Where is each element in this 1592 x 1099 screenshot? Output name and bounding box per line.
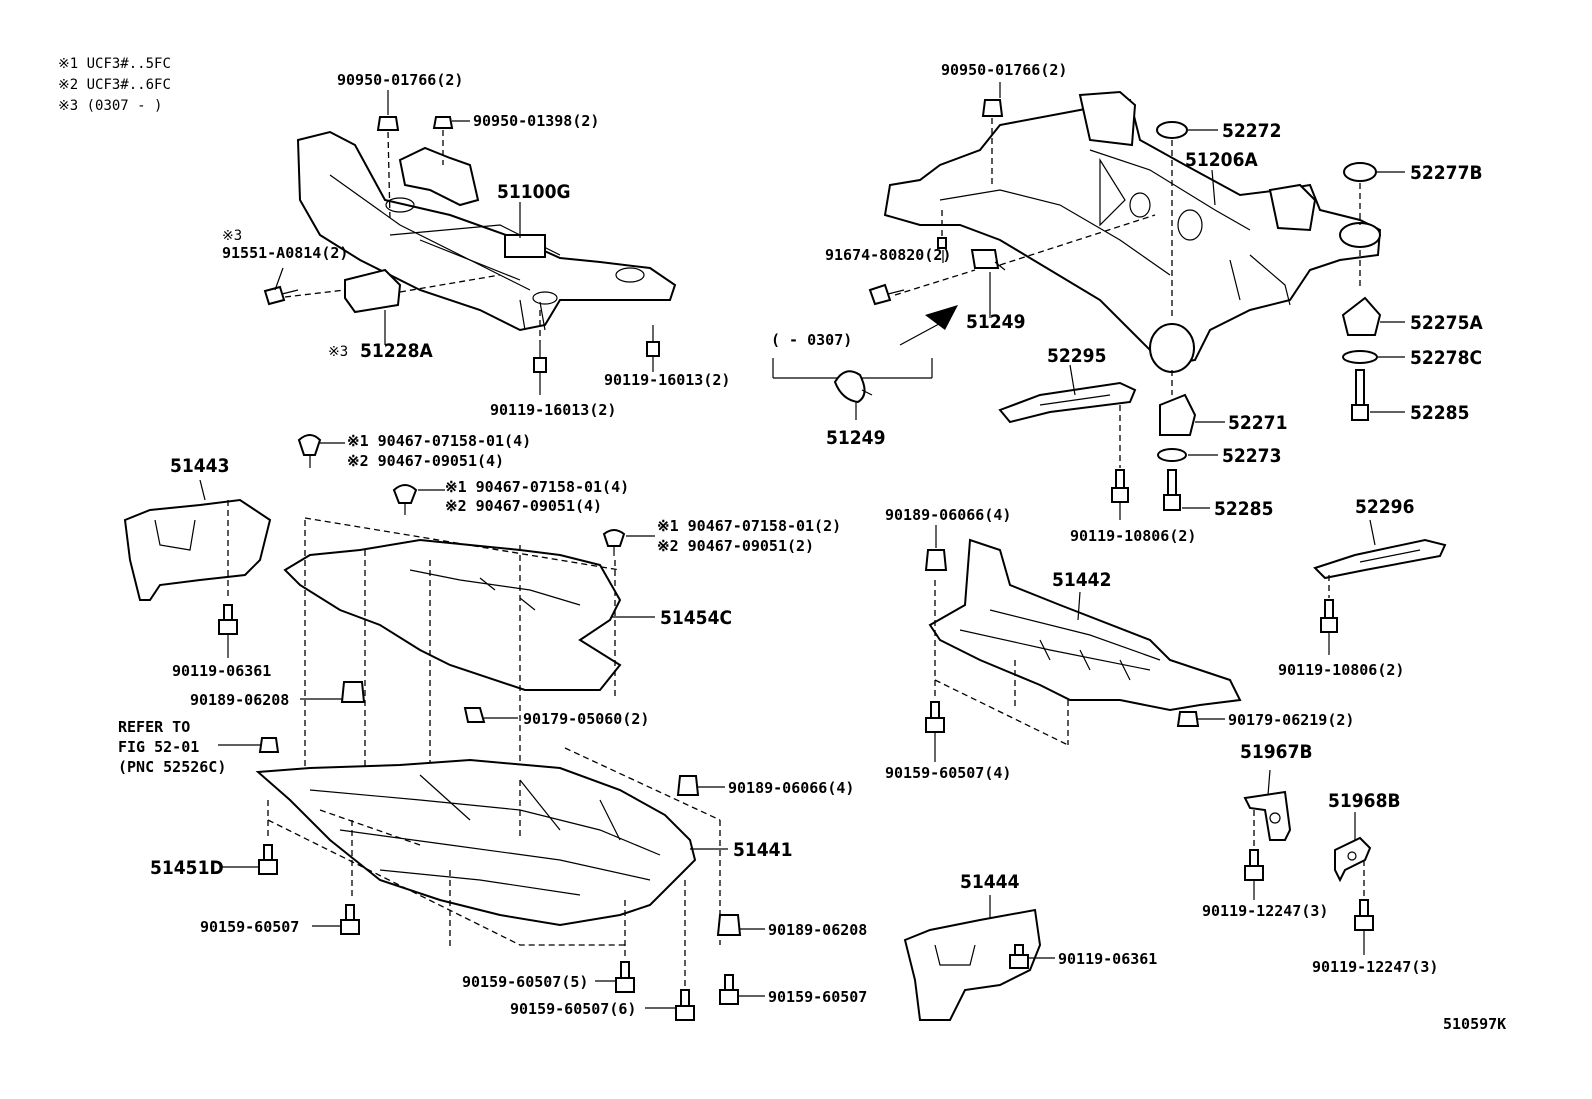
bracket-51228A (284, 268, 501, 314)
label-clip-set1-line2: ※2 90467-09051(4) (347, 452, 504, 470)
label-91674-80820: 91674-80820(2) (825, 246, 951, 264)
label-refer-to: REFER TO (118, 718, 190, 736)
label-51967B: 51967B (1240, 741, 1313, 763)
label-52272: 52272 (1222, 120, 1281, 142)
label-51228A: 51228A (360, 340, 433, 362)
label-90159-60507-5: 90159-60507(5) (462, 973, 588, 991)
label-91551-A0814: 91551-A0814(2) (222, 244, 348, 262)
label-refer-fig: FIG 52-01 (118, 738, 199, 756)
bolts-90119-16013 (533, 310, 660, 395)
label-0307-range: ( - 0307) (771, 331, 852, 349)
label-90119-16013-right: 90119-16013(2) (604, 371, 730, 389)
label-52275A: 52275A (1410, 312, 1483, 334)
nuts-left (258, 681, 700, 796)
label-clip-set2-line1: ※1 90467-07158-01(4) (445, 478, 629, 496)
cover-51454C (283, 517, 622, 780)
note-1: ※1 UCF3#..5FC (58, 56, 171, 72)
leader-lines (199, 82, 1405, 1009)
arm-52295 (998, 381, 1137, 503)
label-51454C: 51454C (660, 607, 732, 629)
plugs-front (376, 116, 470, 221)
label-90119-16013-left: 90119-16013(2) (490, 401, 616, 419)
label-52278C: 52278C (1410, 347, 1482, 369)
undercover-51441 (255, 747, 721, 990)
rear-member-51206A (883, 90, 1382, 373)
label-90119-10806-right: 90119-10806(2) (1278, 661, 1404, 679)
label-90189-06208-right: 90189-06208 (768, 921, 867, 939)
bracket-51968B (1334, 836, 1374, 931)
arrow-indicator (899, 305, 958, 346)
label-52271: 52271 (1228, 412, 1287, 434)
label-90189-06208-left: 90189-06208 (190, 691, 289, 709)
label-51100G: 51100G (497, 181, 571, 203)
shield-51443 (123, 498, 272, 658)
label-90119-12247-right: 90119-12247(3) (1312, 958, 1438, 976)
label-52296: 52296 (1355, 496, 1414, 518)
label-clip-set1-line1: ※1 90467-07158-01(4) (347, 432, 531, 450)
label-51249-main: 51249 (966, 311, 1025, 333)
label-51442: 51442 (1052, 569, 1111, 591)
label-90179-05060: 90179-05060(2) (523, 710, 649, 728)
label-90159-60507-4: 90159-60507(4) (885, 764, 1011, 782)
label-52285-center: 52285 (1214, 498, 1273, 520)
label-90159-60507-left: 90159-60507 (200, 918, 299, 936)
label-90950-01766-rear: 90950-01766(2) (941, 61, 1067, 79)
label-51206A: 51206A (1185, 149, 1258, 171)
label-90159-60507-6: 90159-60507(6) (510, 1000, 636, 1018)
label-51228A-prefix: ※3 (328, 344, 348, 360)
part-labels: 90950-01766(2) 90950-01398(2) 51100G ※3 … (118, 61, 1506, 1033)
label-90119-06361-left: 90119-06361 (172, 662, 271, 680)
note-3: ※3 (0307 - ) (58, 98, 162, 114)
label-clip-set3-line2: ※2 90467-09051(2) (657, 537, 814, 555)
label-91551-prefix: ※3 (222, 228, 242, 244)
label-90950-01398: 90950-01398(2) (473, 112, 599, 130)
label-52285-right: 52285 (1410, 402, 1469, 424)
label-90119-10806-center: 90119-10806(2) (1070, 527, 1196, 545)
bolt-91551 (263, 285, 299, 306)
undercover-51442 (924, 538, 1242, 746)
bracket-51967B (1243, 790, 1292, 881)
label-90189-06066-rear: 90189-06066(4) (885, 506, 1011, 524)
shield-51444 (903, 908, 1042, 1021)
label-51444: 51444 (960, 871, 1020, 893)
label-refer-pnc: (PNC 52526C) (118, 758, 226, 776)
note-2: ※2 UCF3#..6FC (58, 77, 171, 93)
bolts-under (258, 844, 742, 1021)
figure-code: 510597K (1443, 1015, 1506, 1033)
label-51441: 51441 (733, 839, 792, 861)
label-52295: 52295 (1047, 345, 1106, 367)
label-51968B: 51968B (1328, 790, 1401, 812)
label-90119-12247-left: 90119-12247(3) (1202, 902, 1328, 920)
front-crossmember-51100G (296, 130, 677, 332)
label-90159-60507-right: 90159-60507 (768, 988, 867, 1006)
label-52277B: 52277B (1410, 162, 1483, 184)
label-clip-set3-line1: ※1 90467-07158-01(2) (657, 517, 841, 535)
label-51443: 51443 (170, 455, 229, 477)
label-51451D: 51451D (150, 857, 224, 879)
label-90189-06066-front: 90189-06066(4) (728, 779, 854, 797)
clips (297, 434, 626, 556)
label-52273: 52273 (1222, 445, 1281, 467)
bracket-51249 (868, 210, 1156, 306)
rear-plugs-and-bushings (981, 99, 1382, 511)
label-90179-06219: 90179-06219(2) (1228, 711, 1354, 729)
label-90950-01766-front: 90950-01766(2) (337, 71, 463, 89)
label-51249-inset: 51249 (826, 427, 885, 449)
label-clip-set2-line2: ※2 90467-09051(4) (445, 497, 602, 515)
inset-0307 (772, 358, 933, 420)
applicability-notes: ※1 UCF3#..5FC ※2 UCF3#..6FC ※3 (0307 - ) (58, 56, 171, 114)
label-90119-06361-right: 90119-06361 (1058, 950, 1157, 968)
arm-52296 (1313, 538, 1447, 633)
